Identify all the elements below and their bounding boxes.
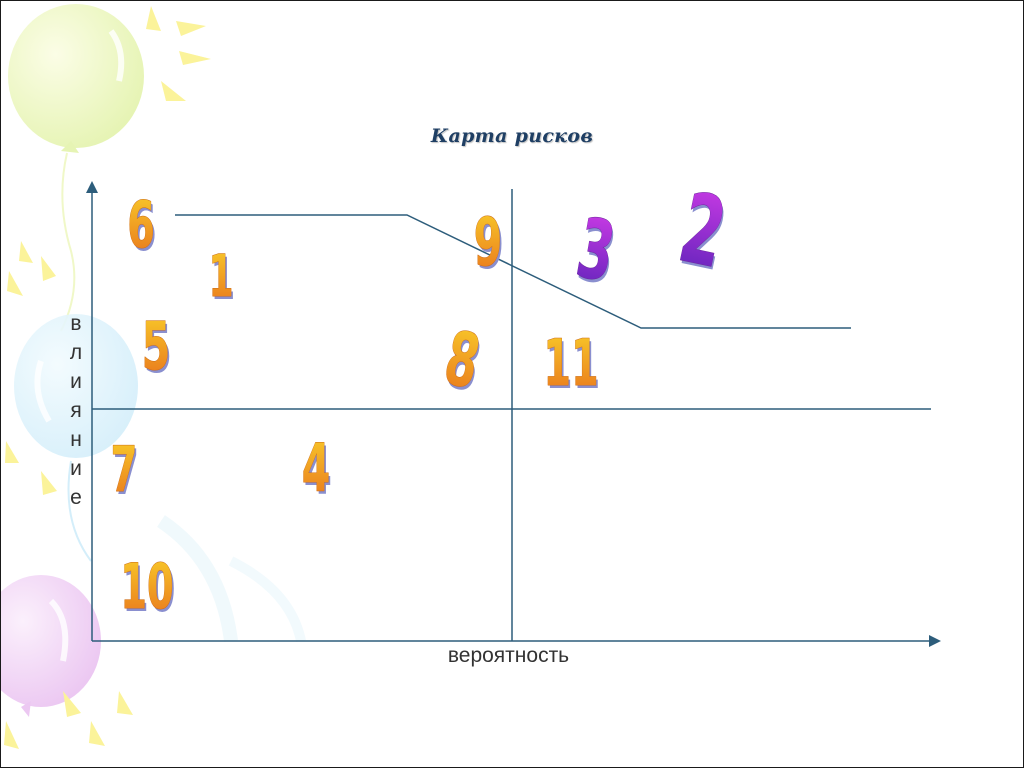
risk-number: 4: [302, 430, 330, 507]
risk-number: 9: [474, 204, 502, 281]
y-axis-arrow-icon: [86, 181, 98, 193]
risk-shadow: 11: [545, 329, 600, 404]
risk-number: 11: [543, 326, 598, 401]
risk-shadow: 4: [304, 433, 332, 510]
x-axis-label: вероятность: [447, 644, 570, 667]
risk-marker-5: 55: [141, 307, 172, 388]
risk-number: 7: [111, 435, 138, 507]
risk-marker-1: 11: [208, 243, 235, 314]
risk-marker-2: 22: [671, 171, 736, 293]
x-axis-arrow-icon: [929, 635, 941, 647]
green-balloon-icon: [8, 4, 144, 332]
y-axis-label-letter: л: [69, 341, 83, 364]
slide-title: Карта рисков: [430, 125, 594, 147]
risk-shadow: 10: [122, 555, 175, 627]
sparkle-decoration: [4, 6, 211, 749]
y-axis-label-letter: я: [70, 399, 82, 422]
risk-marker-4: 44: [301, 429, 332, 510]
y-axis-label-letter: и: [70, 457, 82, 480]
risk-number: 5: [142, 308, 170, 385]
risk-shadow: 9: [476, 207, 504, 284]
risk-number: 10: [120, 552, 173, 624]
risk-marker-7: 77: [110, 434, 139, 510]
risk-marker-3: 33: [570, 201, 623, 304]
risk-number: 1: [208, 243, 233, 310]
y-axis-label-letter: н: [70, 428, 82, 451]
y-axis-label-letter: и: [70, 370, 82, 393]
risk-tolerance-line: [175, 214, 851, 329]
pink-balloon-icon: [1, 575, 101, 717]
blue-balloon-icon: [14, 314, 138, 562]
risk-shadow: 7: [112, 438, 139, 510]
risk-marker-9: 99: [473, 203, 504, 284]
risk-shadow: 6: [129, 191, 157, 266]
y-axis-label-letter: е: [70, 486, 82, 509]
risk-shadow: 1: [210, 246, 235, 313]
risk-number: 6: [127, 188, 155, 263]
risk-shadow: 5: [144, 311, 172, 388]
risk-marker-6: 66: [127, 188, 157, 266]
y-axis-label-letter: в: [70, 312, 82, 335]
risk-marker-8: 88: [437, 314, 488, 409]
